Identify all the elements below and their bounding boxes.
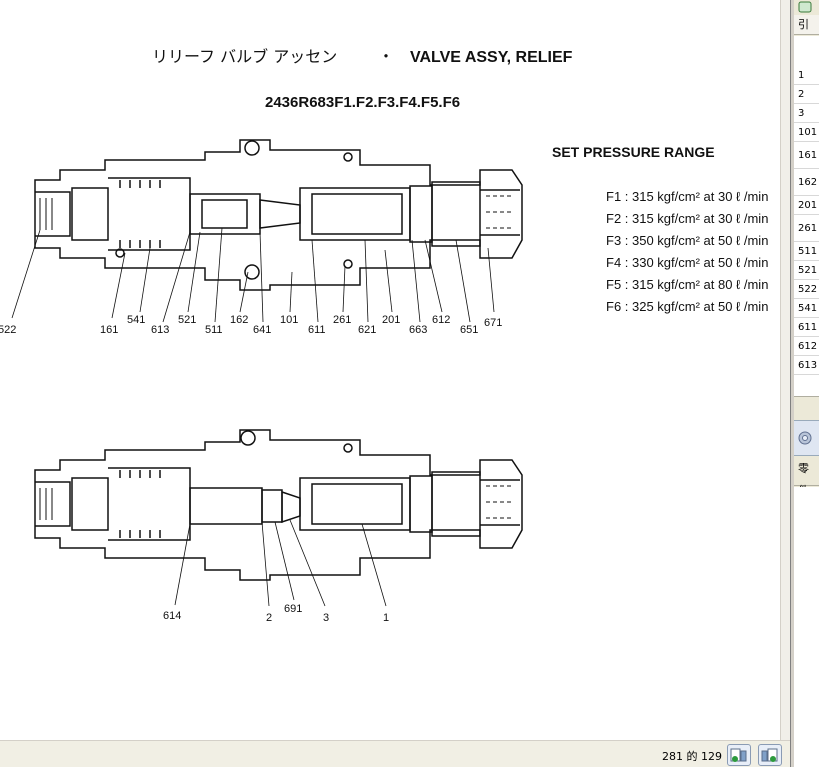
list-item[interactable]: 611 (794, 318, 819, 337)
title-english: VALVE ASSY, RELIEF (410, 49, 573, 66)
refresh-icon[interactable] (798, 1, 812, 13)
list-item[interactable]: 522 (794, 280, 819, 299)
callout-101: 101 (280, 314, 298, 326)
callout-161: 161 (100, 324, 118, 336)
pressure-row-f5: F5 : 315 kgf/cm² at 80 ℓ /min (606, 277, 768, 292)
pane-splitter[interactable] (790, 0, 794, 767)
list-item[interactable]: 511 (794, 242, 819, 261)
pressure-row-f1: F1 : 315 kgf/cm² at 30 ℓ /min (606, 189, 768, 204)
parts-drawing: リリーフ バルブ アッセン ・ VALVE ASSY, RELIEF 2436R… (0, 47, 768, 624)
list-item[interactable]: 3 (794, 104, 819, 123)
list-item[interactable]: 161 (794, 142, 819, 169)
list-item[interactable]: 521 (794, 261, 819, 280)
list-item[interactable]: 101 (794, 123, 819, 142)
callout-261: 261 (333, 314, 351, 326)
callout-671: 671 (484, 317, 502, 329)
column-header-reference[interactable]: 引用 (794, 15, 819, 51)
prev-page-icon (730, 748, 747, 762)
list-item[interactable]: 162 (794, 169, 819, 196)
title-separator: ・ (378, 47, 394, 66)
callout-201: 201 (382, 314, 400, 326)
drawing-viewer: リリーフ バルブ アッセン ・ VALVE ASSY, RELIEF 2436R… (0, 0, 790, 767)
callout-611: 611 (308, 324, 326, 336)
callout-522: 522 (0, 324, 16, 336)
list-item[interactable]: 612 (794, 337, 819, 356)
parts-detail-area (794, 487, 819, 767)
list-item[interactable]: 1 (794, 66, 819, 85)
pressure-row-f6: F6 : 325 kgf/cm² at 50 ℓ /min (606, 299, 768, 314)
callout-641: 641 (253, 324, 271, 336)
bottom-assembly-drawing (34, 429, 523, 581)
callout-511: 511 (205, 324, 223, 336)
top-callout-leaders (11, 227, 495, 323)
parts-reference-list: 1 2 3 101 161 162 201 261 511 521 522 54… (794, 66, 819, 396)
callout-663: 663 (409, 324, 427, 336)
panel-toolbar-secondary (794, 420, 819, 456)
panel-toolbar (794, 0, 819, 14)
next-page-button[interactable] (758, 744, 782, 766)
callout-2: 2 (266, 612, 272, 624)
callout-691: 691 (284, 603, 302, 615)
parts-tool-icon[interactable] (797, 429, 815, 447)
callout-3: 3 (323, 612, 329, 624)
list-item[interactable]: 2 (794, 85, 819, 104)
header-blank-cell (794, 36, 819, 67)
horizontal-scrollbar[interactable] (794, 396, 819, 405)
callout-613: 613 (151, 324, 169, 336)
title-japanese: リリーフ バルブ アッセン (152, 47, 337, 66)
parts-list-panel: 引用 1 2 3 101 161 162 201 261 511 521 522… (794, 0, 819, 767)
callout-521: 521 (178, 314, 196, 326)
callout-1: 1 (383, 612, 389, 624)
callout-614: 614 (163, 610, 181, 622)
vertical-scrollbar[interactable] (780, 0, 790, 740)
list-item[interactable]: 201 (794, 196, 819, 215)
callout-612: 612 (432, 314, 450, 326)
status-bar: 281 的 129 (0, 740, 790, 767)
pressure-row-f4: F4 : 330 kgf/cm² at 50 ℓ /min (606, 255, 768, 270)
list-item[interactable]: 613 (794, 356, 819, 375)
pressure-row-f3: F3 : 350 kgf/cm² at 50 ℓ /min (606, 233, 768, 248)
pressure-heading: SET PRESSURE RANGE (552, 144, 715, 160)
callout-651: 651 (460, 324, 478, 336)
bottom-callout-leaders (174, 519, 387, 607)
list-item[interactable]: 261 (794, 215, 819, 242)
next-page-icon (761, 748, 778, 762)
page-indicator: 281 的 129 (662, 750, 722, 763)
callout-162: 162 (230, 314, 248, 326)
callout-621: 621 (358, 324, 376, 336)
parts-section-label: 零件 (794, 458, 819, 497)
prev-page-button[interactable] (727, 744, 751, 766)
top-assembly-drawing (34, 139, 523, 291)
callout-541: 541 (127, 314, 145, 326)
list-item[interactable]: 541 (794, 299, 819, 318)
part-number: 2436R683F1.F2.F3.F4.F5.F6 (265, 94, 460, 111)
pressure-row-f2: F2 : 315 kgf/cm² at 30 ℓ /min (606, 211, 768, 226)
